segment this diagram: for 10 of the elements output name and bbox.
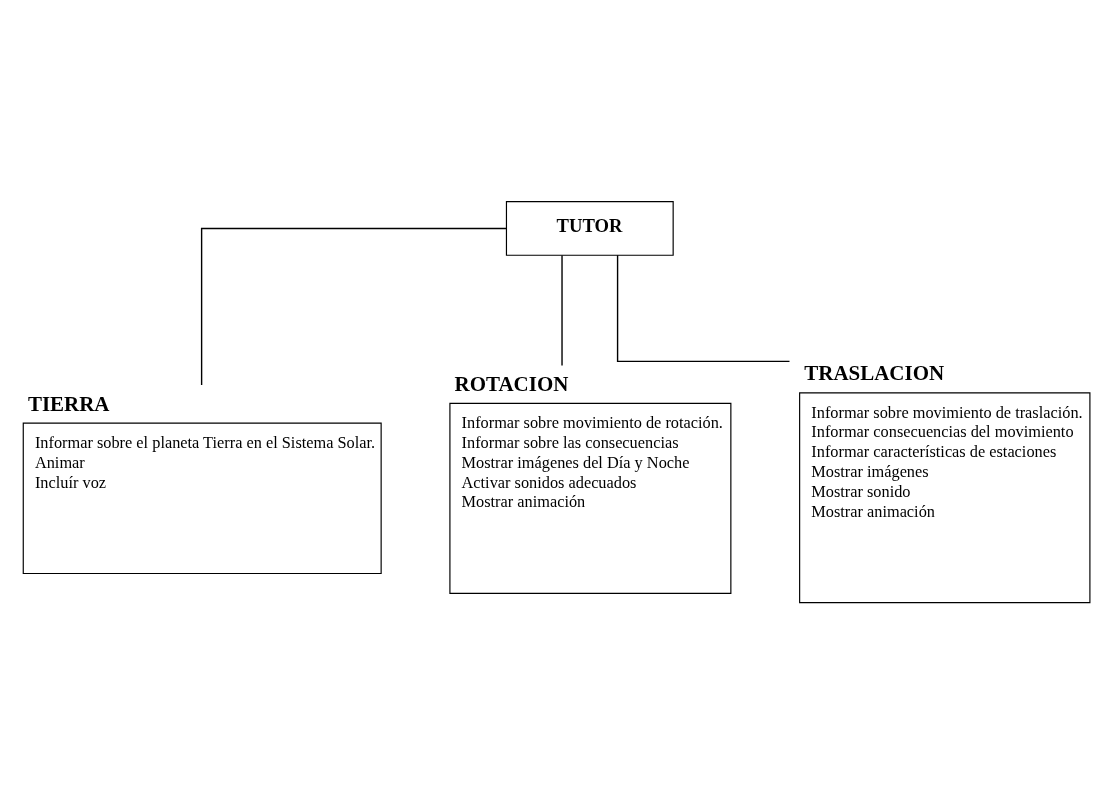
node-label: TRASLACION [804,360,945,385]
node-label: ROTACION [454,371,569,396]
connector [200,227,507,386]
node-label: TIERRA [27,391,110,416]
node-box: TUTOR [505,200,674,256]
connector [561,254,563,366]
node-box: Informar sobre movimiento de traslación. Informar consecuencias del movimiento Informar características de estaciones Mostrar imágenes Mostrar sonido Mostrar animación [799,391,1091,603]
node-box: Informar sobre el planeta Tierra en el Sistema Solar. Animar Incluír voz [22,422,382,574]
node-box: Informar sobre movimiento de rotación. Informar sobre las consecuencias Mostrar imágenes del Día y Noche Activar sonidos adecuados Mostrar animación [449,402,732,594]
connector [616,254,791,362]
